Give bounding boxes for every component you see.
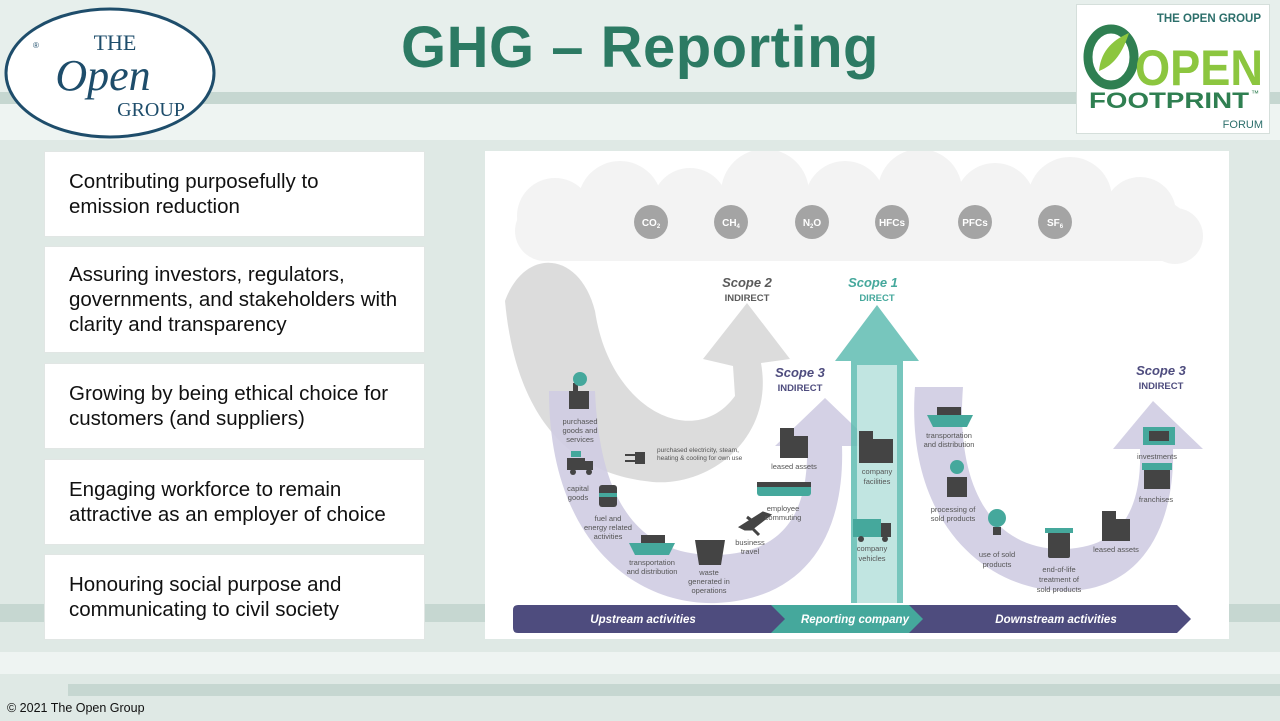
leased-building-down-icon [1102,511,1130,541]
logo-the-text: THE [94,30,137,55]
downstream-activities-label: Downstream activities [995,614,1116,626]
company-truck-icon [853,519,891,542]
logo-footprint-text: FOOTPRINT [1089,88,1250,113]
bullet-text: Engaging workforce to remain attractive … [69,478,386,526]
logo-top-text: THE OPEN GROUP [1157,13,1261,25]
reporting-company-bar [771,605,927,633]
logo-tm: ™ [1251,89,1259,98]
scope1-title: Scope 1 [848,275,898,290]
gas-n2o: N2O [795,205,829,239]
bullet-box: Growing by being ethical choice for cust… [44,363,425,449]
header-stripe [0,92,1280,104]
downstream-activities-bar [909,605,1191,633]
scope3-downstream-type: INDIRECT [1139,381,1184,392]
scope2-type: INDIRECT [725,293,770,304]
scope1-type: DIRECT [859,293,895,304]
label-purchased-electricity: purchased electricity, steam,heating & c… [657,447,743,462]
factory-icon [569,372,589,409]
label-franchises: franchises [1139,495,1173,504]
label-company-facilities-1: company [862,467,893,476]
waste-bin-icon [695,540,725,565]
money-icon [1143,427,1175,445]
bullet-text: Growing by being ethical choice for cust… [69,382,389,430]
footer-stripe-3 [68,684,1280,696]
label-investments: investments [1137,452,1177,461]
scope3-upstream-type: INDIRECT [778,383,823,394]
truck-icon [567,451,593,475]
gas-sf6: SF6 [1038,205,1072,239]
logo-registered-mark: ® [33,41,39,50]
scope2-title: Scope 2 [722,275,773,290]
reporting-company-label: Reporting company [801,614,910,626]
bullet-text: Assuring investors, regulators, governme… [69,263,398,336]
logo-open-text: Open [55,51,150,100]
bullet-box: Assuring investors, regulators, governme… [44,246,425,353]
leaf-o-icon [1083,24,1139,90]
recycle-bin-icon [1045,528,1073,558]
cargo-ship-down-icon [927,407,973,427]
scope3-downstream-title: Scope 3 [1136,363,1187,378]
company-building-icon [859,431,893,463]
logo-forum-text: FORUM [1223,119,1263,131]
copyright-text: © 2021 The Open Group [7,701,145,715]
cargo-ship-icon [629,535,675,555]
gas-hfcs: HFCs [875,205,909,239]
scope3-downstream-arrow [914,387,1203,591]
lightbulb-icon [988,509,1006,535]
processing-factory-icon [947,460,967,497]
header-band-lower [0,104,1280,140]
logo-open-text: OPEN [1135,40,1263,96]
upstream-activities-label: Upstream activities [590,614,695,626]
svg-text:CH4: CH4 [722,218,740,230]
gas-pfcs: PFCs [958,205,992,239]
svg-text:N2O: N2O [803,218,822,230]
logo-group-text: GROUP [117,99,185,121]
footer-stripe-2 [0,652,1280,674]
bullet-box: Contributing purposefully to emission re… [44,151,425,237]
ghg-scopes-diagram: CO2 CH4 N2O HFCs PFCs SF6 Scope 2 INDIRE… [485,151,1229,639]
label-leased-assets-down: leased assets [1093,545,1139,554]
gas-ch4: CH4 [714,205,748,239]
storefront-icon [1142,463,1172,489]
upstream-activities-bar [513,605,789,633]
building-icon [780,428,808,458]
train-icon [757,482,811,496]
cloud-background [515,151,1203,264]
gas-co2: CO2 [634,205,668,239]
bullet-text: Contributing purposefully to emission re… [69,170,319,218]
label-company-vehicles-1: company [857,544,888,553]
airplane-icon [737,511,773,537]
scope3-upstream-title: Scope 3 [775,365,826,380]
bullet-box: Honouring social purpose and communicati… [44,554,425,640]
svg-text:CO2: CO2 [642,218,661,230]
bullet-text: Honouring social purpose and communicati… [69,573,342,621]
svg-text:SF6: SF6 [1047,218,1064,230]
svg-text:HFCs: HFCs [879,218,906,229]
label-company-facilities-2: facilities [864,477,891,486]
open-footprint-logo: THE OPEN GROUP OPEN FOOTPRINT ™ FORUM [1076,4,1270,134]
fuel-barrel-icon [599,485,617,507]
svg-text:PFCs: PFCs [962,218,988,229]
plug-icon [625,452,645,464]
bullet-box: Engaging workforce to remain attractive … [44,459,425,545]
label-company-vehicles-2: vehicles [858,554,885,563]
label-leased-assets-up: leased assets [771,462,817,471]
open-group-logo: THE Open GROUP ® [4,7,216,139]
slide-title: GHG – Reporting [401,15,879,80]
